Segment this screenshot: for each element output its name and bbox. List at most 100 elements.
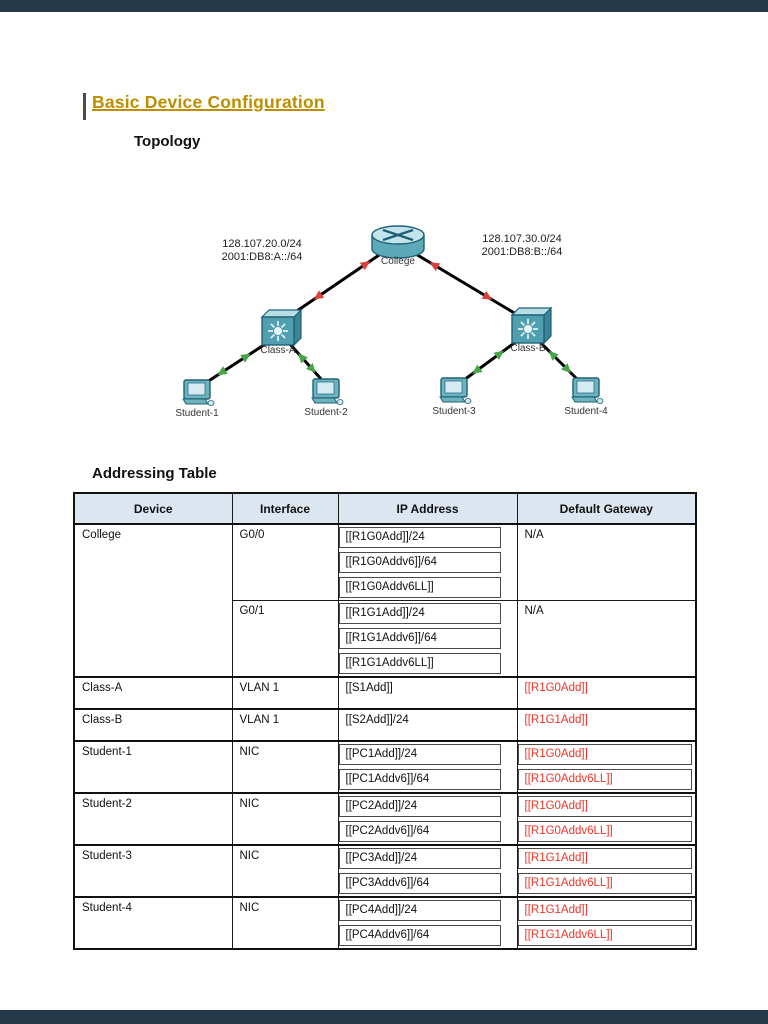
pc-mouse [336, 399, 344, 405]
ip-address-cell-box: [[R1G0Addv6LL]] [339, 577, 501, 598]
switch-starburst-center [524, 325, 532, 333]
ip-address-cell: [[S2Add]]/24 [337, 708, 518, 742]
switch-starburst-ray [530, 321, 536, 327]
default-gateway-cell: [[R1G1Addv6LL]] [516, 871, 697, 897]
default-gateway-cell: [[R1G0Add]] [516, 676, 697, 710]
default-gateway-cell: [[R1G1Add]] [516, 896, 697, 923]
default-gateway-cell-box: [[R1G0Add]] [518, 744, 692, 765]
ip-address-cell-box: [[PC1Addv6]]/64 [339, 769, 501, 790]
column-header-interface: Interface [231, 492, 339, 525]
device-label-class-b: Class-B [510, 343, 546, 354]
ip-address-cell: [[R1G1Addv6LL]] [337, 651, 518, 677]
pc-mouse [207, 400, 215, 406]
pc-screen [444, 380, 463, 394]
switch-starburst-ray [270, 323, 276, 329]
ip-address-cell-box: [[PC2Addv6]]/64 [339, 821, 501, 842]
ip-address-cell-box: [[PC4Addv6]]/64 [339, 925, 501, 946]
pc-screen [187, 382, 206, 396]
default-gateway-cell: [[R1G1Add]] [516, 708, 697, 742]
network-address-line: 2001:DB8:B::/64 [481, 246, 563, 258]
default-gateway-cell-box: [[R1G0Addv6LL]] [518, 821, 692, 842]
ip-address-cell: [[PC1Add]]/24 [337, 740, 518, 767]
ip-address-cell-box: [[PC3Add]]/24 [339, 848, 501, 869]
pc-mouse [596, 398, 604, 404]
device-label-student-4: Student-4 [564, 406, 608, 417]
default-gateway-cell-box: [[R1G1Add]] [518, 848, 692, 869]
device-cell: Class-B [73, 708, 233, 742]
ip-address-cell-box: [[PC1Add]]/24 [339, 744, 501, 765]
interface-cell: G0/1 [231, 600, 339, 678]
ip-address-cell-box: [[PC3Addv6]]/64 [339, 873, 501, 894]
default-gateway-cell: [[R1G1Addv6LL]] [516, 923, 697, 949]
switch-starburst-ray [520, 331, 526, 337]
pc-keyboard [311, 397, 338, 404]
device-cell: Student-3 [73, 844, 233, 898]
device-label-college: College [381, 256, 415, 267]
network-address-line: 2001:DB8:A::/64 [221, 251, 303, 263]
ip-address-cell-box: [[R1G1Add]]/24 [339, 603, 501, 624]
ip-address-cell-box: [[R1G0Addv6]]/64 [339, 552, 501, 573]
switch-starburst-ray [270, 333, 276, 339]
switch-starburst-ray [520, 321, 526, 327]
ip-address-cell: [[R1G0Add]]/24 [337, 523, 518, 550]
ip-address-cell-box: [[R1G0Add]]/24 [339, 527, 501, 548]
device-cell: College [73, 523, 233, 678]
network-address-line: 128.107.30.0/24 [482, 233, 562, 245]
table-row: [[PC1Addv6]]/64[[R1G0Addv6LL]] [74, 767, 697, 793]
addressing-table-heading: Addressing Table [92, 465, 217, 482]
table-row: [[R1G0Addv6]]/64 [74, 550, 696, 575]
device-label-student-2: Student-2 [304, 407, 348, 418]
ip-address-cell: [[PC4Add]]/24 [337, 896, 518, 923]
table-row: [[PC2Addv6]]/64 [[R1G0Addv6LL]] [74, 819, 697, 845]
pc-screen [576, 380, 595, 394]
switch-top [510, 307, 553, 316]
interface-cell: VLAN 1 [231, 676, 339, 710]
interface-cell: NIC [231, 740, 339, 794]
switch-top [260, 309, 303, 318]
table-row: [[R1G0Addv6LL]] [74, 575, 696, 601]
link-status-down-arrow [359, 261, 371, 271]
link-status-down-arrow [429, 262, 441, 272]
interface-cell: NIC [231, 844, 339, 898]
link-line [413, 251, 517, 316]
device-label-class-a: Class-A [260, 345, 296, 356]
default-gateway-cell: [[R1G0Add]] [516, 792, 697, 819]
default-gateway-cell: N/A [516, 523, 697, 601]
device-cell: Student-4 [73, 896, 233, 950]
ip-address-cell: [[R1G0Addv6LL]] [337, 575, 518, 601]
column-header-device: Device [73, 492, 233, 525]
router-arrow [382, 228, 414, 242]
topology-heading: Topology [134, 133, 201, 150]
ip-address-cell: [[PC4Addv6]]/64 [337, 923, 518, 949]
ip-address-cell-box: [[PC2Add]]/24 [339, 796, 501, 817]
default-gateway-cell-box: [[R1G1Addv6LL]] [518, 873, 692, 894]
link-line [206, 341, 268, 384]
pc-keyboard [571, 396, 598, 403]
default-gateway-cell-box: [[R1G0Add]] [518, 796, 692, 817]
link-status-up-arrow [493, 350, 504, 360]
ip-address-cell: [[PC2Addv6]]/64 [337, 819, 518, 845]
link-status-up-arrow [548, 350, 559, 361]
title-left-bar [83, 93, 86, 120]
default-gateway-cell: [[R1G0Add]] [516, 740, 697, 767]
interface-cell: G0/0 [231, 523, 339, 601]
default-gateway-cell: N/A [516, 600, 697, 678]
link-status-up-arrow [306, 362, 316, 374]
table-row: [[PC3Addv6]]/64 [[R1G1Addv6LL]] [74, 871, 697, 897]
ip-address-cell-box: [[PC4Add]]/24 [339, 900, 501, 921]
ip-address-cell: [[R1G1Addv6]]/64 [337, 626, 518, 651]
link-status-up-arrow [217, 366, 228, 376]
ip-address-cell: [[PC2Add]]/24 [337, 792, 518, 819]
title-row: Basic Device Configuration [83, 92, 325, 120]
